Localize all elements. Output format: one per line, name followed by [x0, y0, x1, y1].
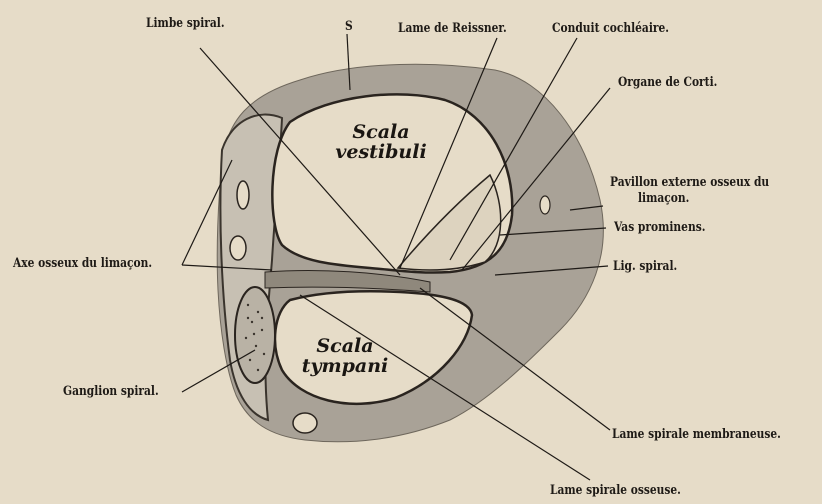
label-vas-prominens: Vas prominens. — [614, 221, 705, 235]
label-pavillon-line1: Pavillon externe osseux du — [610, 176, 769, 190]
spiral-ganglion — [235, 287, 275, 383]
label-organe-corti: Organe de Corti. — [618, 76, 717, 90]
foramen-mid — [230, 236, 246, 260]
lateral-foramen — [540, 196, 550, 214]
label-axe-osseux: Axe osseux du limaçon. — [13, 257, 152, 271]
label-conduit-cochleaire: Conduit cochléaire. — [552, 22, 669, 36]
label-limbe-spiral: Limbe spiral. — [146, 17, 225, 31]
foramen-lower — [293, 413, 317, 433]
label-scala-tympani-2: tympani — [300, 356, 390, 376]
label-lame-reissner: Lame de Reissner. — [398, 22, 507, 36]
label-lame-spirale-osseuse: Lame spirale osseuse. — [550, 484, 681, 498]
label-scala-tympani-1: Scala — [300, 336, 390, 356]
label-s: S — [345, 20, 353, 34]
label-pavillon-line2: limaçon. — [638, 192, 689, 206]
label-lame-spirale-membraneuse: Lame spirale membraneuse. — [612, 428, 781, 442]
label-lig-spiral: Lig. spiral. — [613, 260, 677, 274]
label-ganglion-spiral: Ganglion spiral. — [63, 385, 159, 399]
label-scala-vestibuli: Scala vestibuli — [306, 122, 456, 162]
foramen-upper — [237, 181, 249, 209]
